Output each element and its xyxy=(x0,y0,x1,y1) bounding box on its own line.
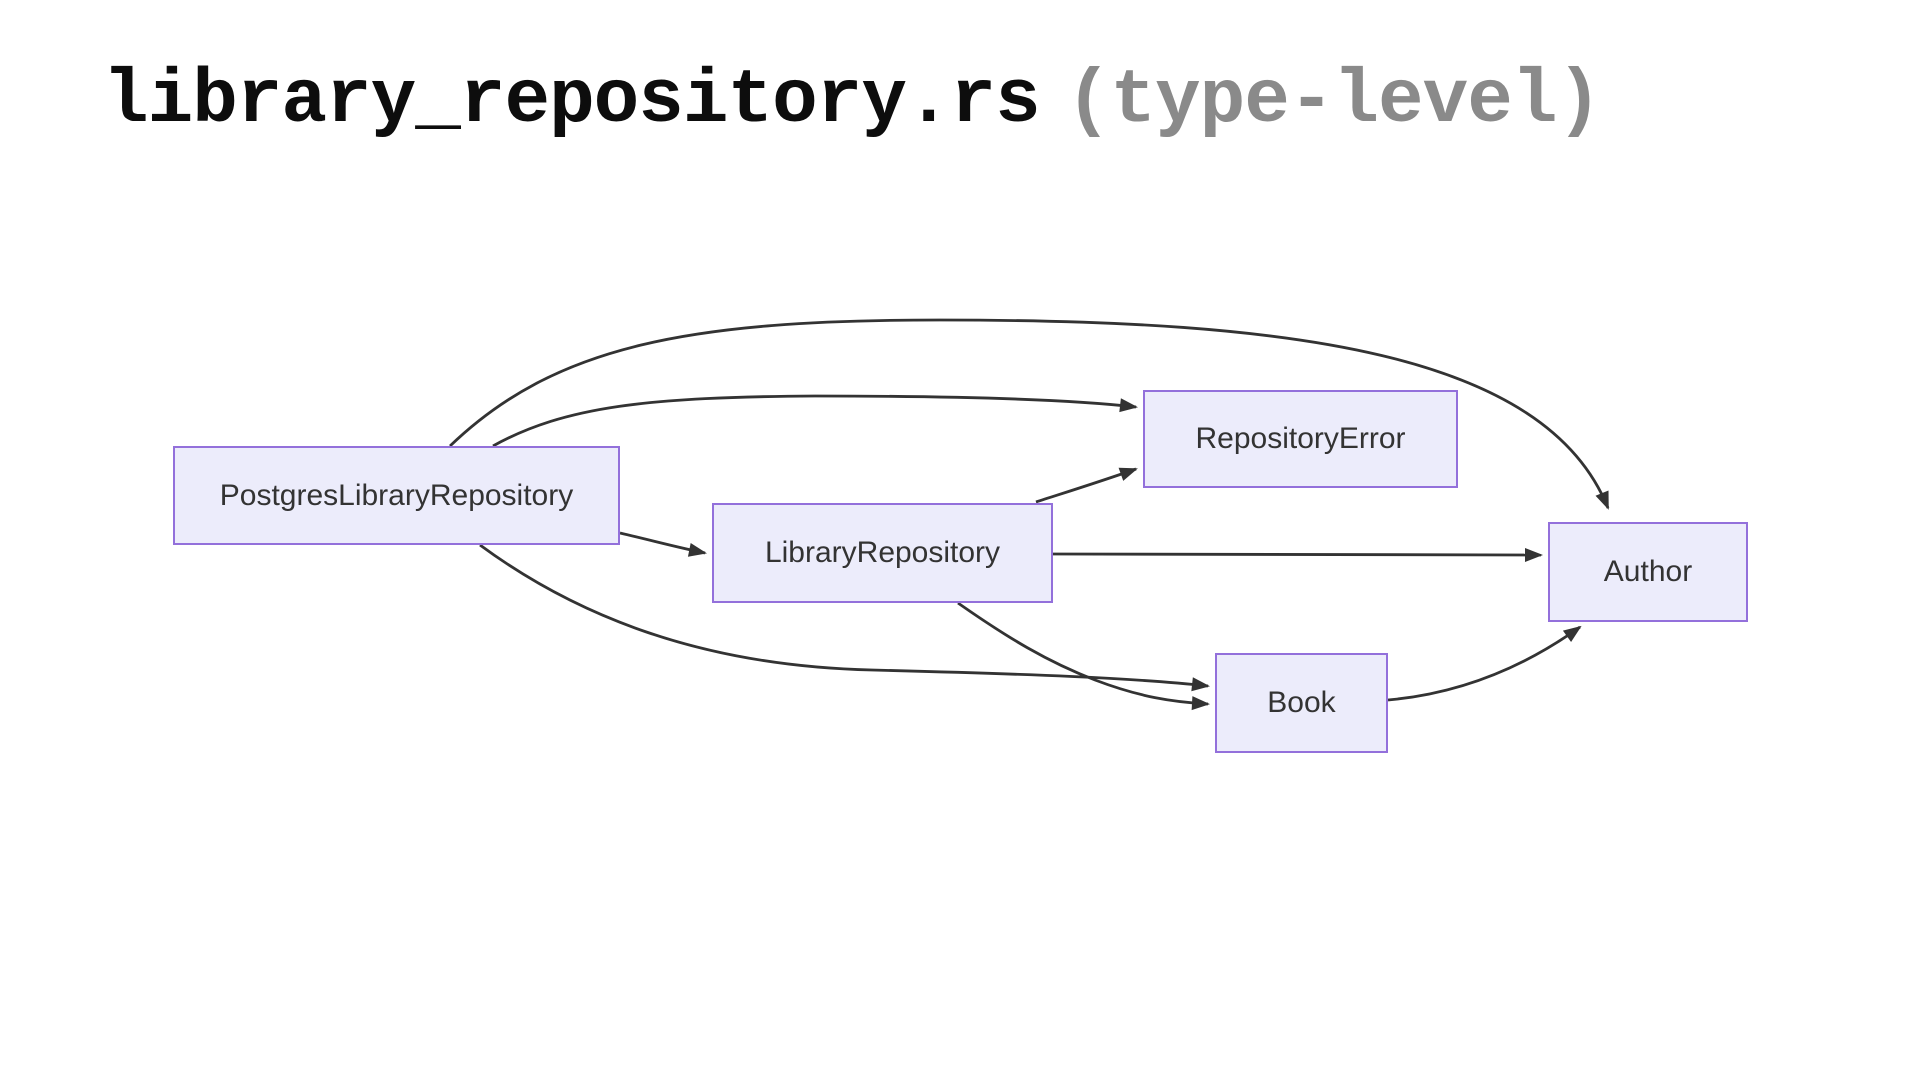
edge-book-to-author xyxy=(1387,625,1582,702)
node-label: Author xyxy=(1603,555,1693,588)
page-title: library_repository.rs (type-level) xyxy=(103,58,1602,145)
edge-postgreslibraryrepository-to-repositoryerror xyxy=(492,394,1138,448)
node-author: Author xyxy=(1548,522,1748,622)
title-filename: library_repository.rs xyxy=(103,58,1041,144)
node-book: Book xyxy=(1215,653,1388,753)
edge-postgreslibraryrepository-to-author xyxy=(449,318,1610,510)
node-label: PostgresLibraryRepository xyxy=(219,478,574,512)
node-postgreslibraryrepository: PostgresLibraryRepository xyxy=(173,446,620,545)
node-label: LibraryRepository xyxy=(764,536,1001,569)
node-repositoryerror: RepositoryError xyxy=(1143,390,1458,488)
node-libraryrepository: LibraryRepository xyxy=(712,503,1053,603)
edge-libraryrepository-to-book xyxy=(957,601,1210,711)
edge-postgreslibraryrepository-to-book xyxy=(479,543,1210,692)
title-qualifier: (type-level) xyxy=(1065,58,1602,144)
edge-postgreslibraryrepository-to-libraryrepository xyxy=(619,531,707,557)
edge-libraryrepository-to-author xyxy=(1052,547,1543,562)
node-label: Book xyxy=(1267,686,1336,719)
edge-libraryrepository-to-repositoryerror xyxy=(1035,467,1138,504)
node-label: RepositoryError xyxy=(1195,422,1406,455)
